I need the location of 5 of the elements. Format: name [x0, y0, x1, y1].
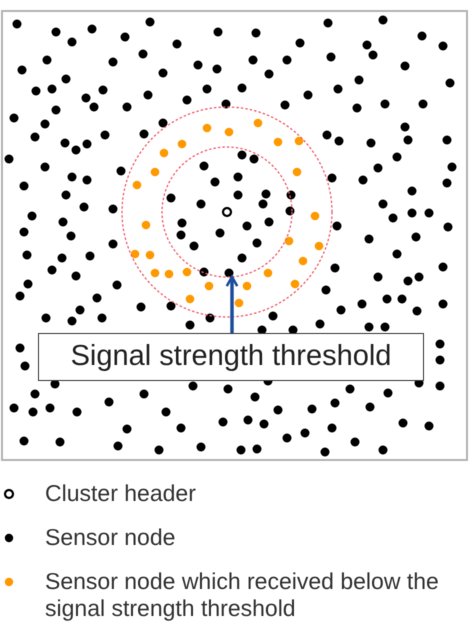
- legend-label: Sensor node: [45, 524, 176, 551]
- legend-label: Sensor node which received below the signal strength threshold: [45, 568, 440, 622]
- threshold-callout: Signal strength threshold: [38, 333, 424, 381]
- legend-label: Cluster header: [45, 480, 197, 507]
- threshold-circle: [161, 146, 293, 278]
